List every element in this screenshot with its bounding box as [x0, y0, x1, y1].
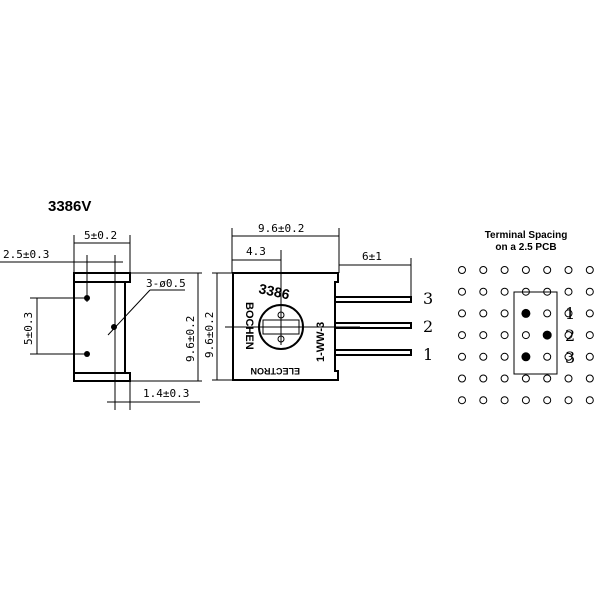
side-view: 5±0.2 2.5±0.3 5±0.3 3-ø0.5 1.4±0.3 9.6±0…	[0, 229, 202, 410]
pcb-hole	[458, 396, 466, 405]
pcb-hole	[585, 374, 594, 383]
pcb-hole	[500, 331, 509, 340]
pin-pitch-dim: 5±0.3	[22, 312, 35, 345]
pcb-hole	[458, 374, 466, 383]
footprint-outline	[513, 291, 558, 375]
pin-label-3: 3	[423, 289, 433, 308]
pcb-hole	[479, 266, 488, 274]
pcb-hole	[458, 266, 466, 274]
pcb-hole-filled	[521, 352, 531, 362]
pin-2	[334, 322, 412, 329]
pcb-hole	[585, 352, 594, 361]
pcb-pin-label-2: 2	[565, 326, 575, 345]
body-part-number: 3386	[257, 280, 291, 302]
pcb-hole	[500, 396, 509, 405]
pin-1	[334, 349, 412, 356]
pcb-hole	[458, 309, 466, 318]
pcb-hole	[543, 374, 552, 383]
pcb-hole	[564, 331, 573, 340]
pcb-pin-label-3: 3	[565, 348, 575, 367]
pcb-hole	[543, 396, 552, 405]
model-title: 3386V	[48, 198, 91, 215]
body-company: ELECTRON	[251, 366, 301, 376]
pcb-title-line1: Terminal Spacing	[485, 230, 568, 241]
body-schematic: 1-WW-3	[315, 322, 327, 362]
side-top-flange	[73, 272, 131, 283]
body-brand: BOCHEN	[243, 302, 255, 350]
pcb-hole	[585, 287, 594, 296]
pcb-hole	[479, 396, 488, 405]
pcb-hole	[585, 309, 594, 318]
pcb-hole	[564, 309, 573, 318]
pcb-hole	[564, 266, 573, 274]
pcb-hole	[458, 287, 466, 296]
pcb-hole	[500, 374, 509, 383]
pcb-hole	[500, 309, 509, 318]
pcb-hole	[585, 396, 594, 405]
pcb-hole	[521, 374, 530, 383]
pcb-pin-label-1: 1	[565, 304, 575, 323]
pcb-hole	[543, 309, 552, 318]
pcb-hole	[500, 287, 509, 296]
pcb-hole	[564, 374, 573, 383]
pcb-hole	[564, 396, 573, 405]
pcb-hole	[543, 266, 552, 274]
pcb-hole	[479, 287, 488, 296]
pin-offset-dim: 2.5±0.3	[3, 248, 49, 261]
pcb-hole	[543, 352, 552, 361]
pcb-hole	[458, 352, 466, 361]
pin-length-dim: 6±1	[362, 250, 382, 263]
front-height-dim: 9.6±0.2	[203, 312, 216, 358]
pcb-hole	[479, 331, 488, 340]
side-height-dim: 9.6±0.2	[184, 316, 197, 362]
pcb-hole-grid	[458, 266, 594, 405]
front-width-dim: 9.6±0.2	[258, 222, 304, 235]
pcb-hole	[564, 352, 573, 361]
pcb-hole	[585, 331, 594, 340]
front-body	[232, 272, 339, 381]
pcb-hole	[500, 266, 509, 274]
pcb-layout: Terminal Spacing on a 2.5 PCB 1 2 3	[458, 230, 594, 405]
pcb-hole	[500, 352, 509, 361]
pin-label-2: 2	[423, 317, 433, 336]
pcb-hole	[479, 352, 488, 361]
pin-diameter-dim: 3-ø0.5	[146, 277, 186, 290]
pcb-hole-filled	[542, 330, 552, 340]
pin-3	[334, 296, 412, 303]
center-dim: 4.3	[246, 245, 266, 258]
front-view: 3 2 1 3386 BOCHEN ELECTRON 1-WW-3 9.6±0.…	[203, 222, 433, 381]
pcb-title-line2: on a 2.5 PCB	[495, 242, 556, 253]
lead-dim: 1.4±0.3	[143, 387, 189, 400]
knob-slot	[262, 319, 300, 335]
pcb-hole	[521, 396, 530, 405]
side-bottom-flange	[73, 372, 131, 382]
side-width-dim: 5±0.2	[84, 229, 117, 242]
pcb-hole	[479, 374, 488, 383]
side-body	[73, 281, 126, 374]
pcb-hole-filled	[521, 308, 531, 318]
pcb-hole	[458, 331, 466, 340]
pcb-hole	[585, 266, 594, 274]
pcb-hole	[521, 331, 530, 340]
pcb-hole	[521, 266, 530, 274]
pin-label-1: 1	[423, 345, 433, 364]
pcb-hole	[564, 287, 573, 296]
pcb-hole	[479, 309, 488, 318]
